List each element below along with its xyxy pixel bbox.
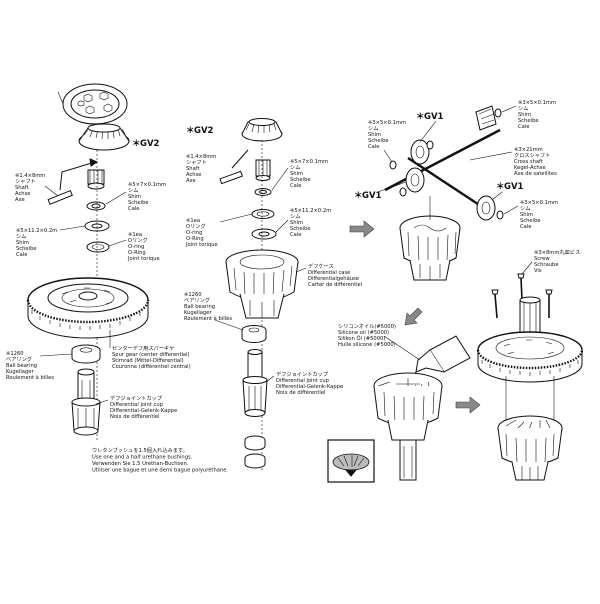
joint-cup-left <box>71 368 101 436</box>
right-top-labels: ※3×5×0.1mm シム Shim Scheibe Cale ※3×5×0.1… <box>368 100 560 230</box>
bevel-gear-gv1-right <box>476 195 496 221</box>
gv2-tag-mid: GV2 <box>194 126 214 136</box>
spur-gear-right <box>476 331 584 383</box>
svg-text:＊: ＊ <box>132 139 141 149</box>
label-shim-right-a: ※3×5×0.1mm シム Shim Scheibe Cale <box>368 120 408 150</box>
bearing-left <box>71 344 101 364</box>
diff-case-right-bottom <box>497 376 563 481</box>
label-screws: ※3×8mm丸皿ビス Screw Schraube Vis <box>534 248 582 274</box>
label-diff-case: デフケース Differential case Differentialgehä… <box>308 262 362 288</box>
shaft-mid <box>219 149 249 185</box>
gv1-tag-c: GV1 <box>504 182 524 192</box>
label-joint-cup-mid: デフジョイントカップ Differential joint cup Differ… <box>276 370 345 396</box>
arrow-step-to-cross <box>349 220 375 238</box>
label-shim-right-top: ※3×5×0.1mm シム Shim Scheibe Cale <box>518 100 558 130</box>
spider-gear-left <box>87 169 105 190</box>
label-shim-mid-2: ※5×11.2×0.2m シム Shim Scheibe Cale <box>290 208 333 238</box>
right-top-assembly <box>384 105 504 281</box>
right-top-tags: ＊ GV1 ＊ GV1 ＊ GV1 <box>354 112 524 201</box>
inset-detail <box>327 439 375 483</box>
label-joint-cup-left: デフジョイントカップ Differential joint cup Differ… <box>110 394 179 420</box>
label-urethane-note: ウレタンブッシュを1.5個入れ込みます。 Use one and a half … <box>92 446 228 474</box>
label-bearing-mid: ※1260 ベアリング Ball bearing Kugellager Roul… <box>184 292 232 322</box>
bevel-gear-gv1-left <box>405 167 425 193</box>
label-oring-mid: ※1ea Oリング O-ring O-Ring Joint torique <box>185 218 218 248</box>
joint-cup-mid <box>242 349 268 417</box>
gasket-ring <box>57 83 128 125</box>
label-cross-shaft: ※3×21mm クロスシャフト Cross shaft Kegel-Achse … <box>514 147 557 177</box>
bevel-gear-gv1-top <box>475 105 497 131</box>
gv2-tag-left: GV2 <box>140 139 160 149</box>
middle-assembly: ＊ GV2 <box>186 118 299 470</box>
oring-mid <box>251 209 275 219</box>
label-oring-left: ※1ea Oリング O-ring O-Ring Joint torique <box>127 232 160 262</box>
urethane-bushings <box>244 435 266 469</box>
spider-gear-mid <box>255 159 271 181</box>
diff-case-mid <box>225 249 299 319</box>
label-shim-right-b: ※3×5×0.1mm シム Shim Scheibe Cale <box>520 200 560 230</box>
gv1-tag-b: GV1 <box>362 191 382 201</box>
bevel-gear-gv1-mid <box>410 139 430 165</box>
svg-text:＊: ＊ <box>354 191 363 201</box>
bevel-gear-gv2-mid <box>241 118 283 142</box>
bearing-mid <box>241 325 267 343</box>
svg-text:＊: ＊ <box>416 112 425 122</box>
label-silicone: シリコンオイル(#5000) Silicone oil (#5000) Sili… <box>338 323 398 348</box>
arrow-step-to-oil <box>404 307 423 326</box>
middle-labels: ※1.4×8mm シャフト Shaft Achse Axe ※5×7×0.1mm… <box>184 154 362 396</box>
diff-case-right-top <box>399 215 461 281</box>
label-shim-left: ※5×7×0.1mm シム Shim Scheibe Cale <box>128 182 168 212</box>
bevel-gear-gv2-left <box>78 123 130 151</box>
arrow-step-to-final <box>455 396 481 414</box>
spur-gear-left <box>26 277 150 339</box>
label-shaft-left: ※1.4×8mm シャフト Shaft Achse Axe <box>15 173 47 203</box>
left-labels: ※1.4×8mm シャフト Shaft Achse Axe ※5×7×0.1mm… <box>6 173 228 474</box>
label-shim-left-2: ※5×11.2×0.2m シム Shim Scheibe Cale <box>16 228 59 258</box>
label-spur-gear: センターデフ用スパーギヤ Spur gear (center different… <box>112 344 191 370</box>
svg-text:＊: ＊ <box>186 126 195 136</box>
oring-left <box>86 241 110 253</box>
gv1-tag-a: GV1 <box>424 112 444 122</box>
label-shim-mid: ※5×7×0.1mm シム Shim Scheibe Cale <box>290 159 330 189</box>
center-post <box>519 296 541 337</box>
final-assembly <box>476 273 584 481</box>
shaft-left <box>47 158 99 205</box>
left-assembly: ＊ GV2 <box>26 83 160 440</box>
oil-filling-step <box>373 335 471 481</box>
svg-text:＊: ＊ <box>496 182 505 192</box>
label-shaft-mid: ※1.4×8mm シャフト Shaft Achse Axe <box>186 154 218 184</box>
label-bearing-left: ※1260 ベアリング Ball bearing Kugellager Roul… <box>6 351 54 381</box>
